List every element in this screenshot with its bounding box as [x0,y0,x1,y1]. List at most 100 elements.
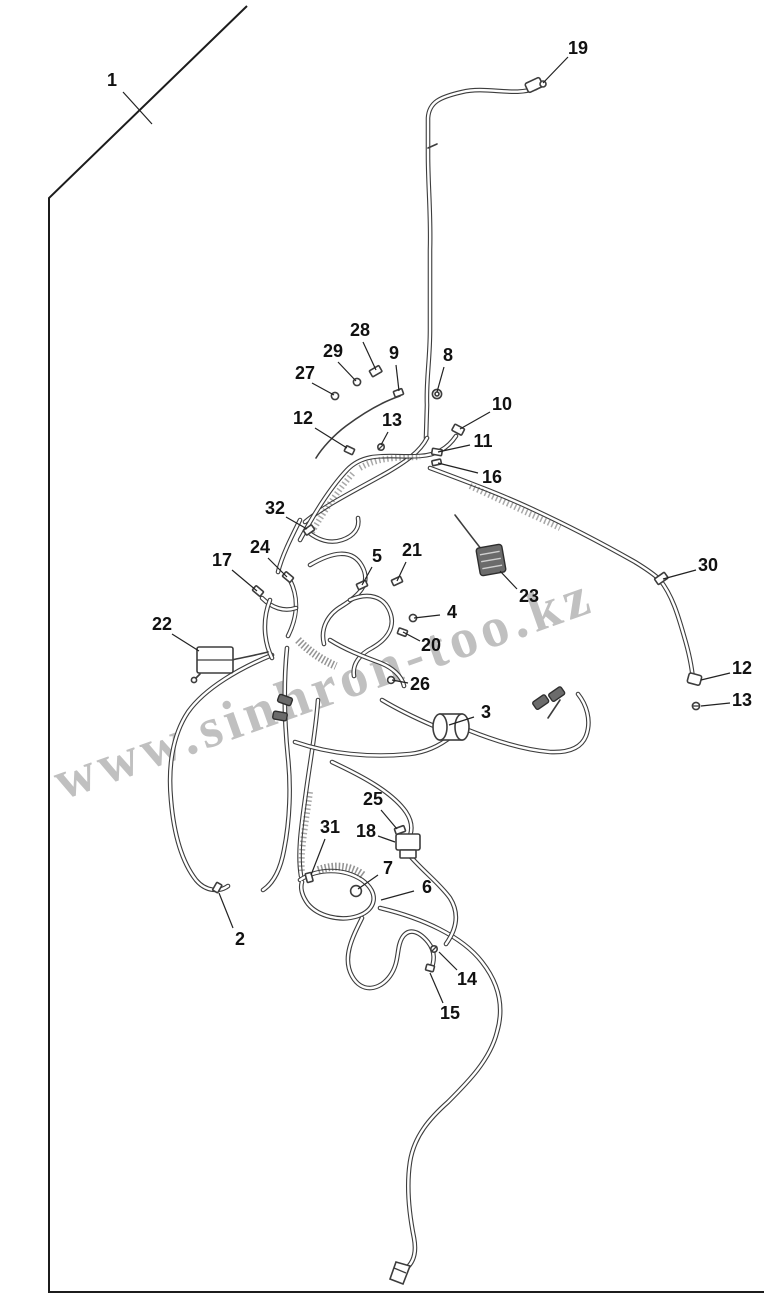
harness-artwork [170,76,703,1286]
callout-label-32: 32 [265,498,285,518]
callout-label-31: 31 [320,817,340,837]
part-connector-stub-a [532,694,550,711]
leader-line-21 [396,561,407,582]
leader-line-20 [402,631,421,642]
leader-line-13 [380,431,389,446]
part-clip-15 [424,963,436,973]
part-clip-11 [430,447,444,457]
callout-label-2: 2 [235,929,245,949]
part-cylinder-3 [432,713,470,741]
part-bolt-14 [429,944,438,953]
part-connector-18 [393,824,421,859]
part-clip-10 [451,423,466,436]
leader-line-29 [337,361,357,382]
callout-label-27: 27 [295,363,315,383]
callout-label-25: 25 [363,789,383,809]
part-clip-2 [211,881,223,894]
callout-label-13: 13 [732,690,752,710]
callout-label-17: 17 [212,550,232,570]
part-connector-stub-c [276,693,294,707]
leader-line-7 [357,874,379,890]
part-clip-31 [304,871,314,884]
part-clip-17 [251,585,265,597]
part-grommet-8 [431,388,443,400]
callout-label-1: 1 [107,70,117,90]
leader-line-32 [285,516,308,530]
part-clip-30 [653,571,669,586]
leader-line-16 [437,462,479,474]
callout-label-28: 28 [350,320,370,340]
leader-line-18 [377,835,396,843]
leader-line-11 [437,444,471,453]
leader-line-8 [436,366,445,393]
part-clip-9 [392,387,405,398]
leader-line-9 [395,364,400,392]
callout-label-24: 24 [250,537,270,557]
part-connector-12b [686,672,703,686]
part-end-terminal [388,1261,412,1286]
callout-label-26: 26 [410,674,430,694]
callout-label-16: 16 [482,467,502,487]
callout-label-22: 22 [152,614,172,634]
drawing-frame [48,5,764,1293]
leader-line-12 [314,427,348,449]
leader-line-22 [171,633,200,652]
part-connector-stub-d [272,710,288,722]
braid-texture [295,454,562,880]
harness-wires [193,143,561,719]
callout-label-30: 30 [698,555,718,575]
leader-line-30 [662,569,697,580]
part-washer-27 [330,391,340,401]
part-connector-stub-b [548,686,566,703]
part-clip-25 [393,824,407,836]
callout-label-3: 3 [481,702,491,722]
leader-line-31 [310,838,326,876]
callout-label-29: 29 [323,341,343,361]
callout-label-4: 4 [447,602,457,622]
callout-label-15: 15 [440,1003,460,1023]
leader-line-14 [438,951,458,971]
callout-label-12: 12 [293,408,313,428]
leader-line-26 [391,679,409,684]
part-bolt-13b [691,701,701,711]
leader-line-12 [700,672,731,681]
leader-line-4 [413,614,441,619]
callout-label-19: 19 [568,38,588,58]
leader-line-5 [361,566,373,586]
callout-label-11: 11 [473,431,492,451]
harness-parts [190,76,703,1286]
leader-line-10 [459,411,491,430]
callout-label-18: 18 [356,821,376,841]
callout-label-14: 14 [457,969,477,989]
callout-label-7: 7 [383,858,393,878]
leader-line-19 [542,56,569,84]
callout-label-13: 13 [382,410,402,430]
callout-label-20: 20 [421,635,441,655]
callout-label-12: 12 [732,658,752,678]
callout-label-6: 6 [422,877,432,897]
leader-line-27 [311,382,335,396]
leader-line-3 [448,716,475,726]
part-connector-22 [190,646,234,684]
leader-line-1 [122,91,153,125]
callout-label-5: 5 [372,546,382,566]
callout-label-10: 10 [492,394,512,414]
leader-line-28 [362,341,377,371]
leader-line-23 [499,570,518,590]
part-fitting-28 [368,364,383,378]
leader-line-15 [429,972,444,1004]
leader-line-17 [231,569,258,592]
part-clip-32 [302,524,316,536]
leader-line-13 [700,702,731,707]
leader-line-24 [267,557,288,578]
part-clip-16 [431,458,443,467]
leader-line-2 [218,892,234,929]
part-connector-19 [524,76,547,94]
leader-line-25 [380,809,398,830]
callout-label-21: 21 [402,540,422,560]
callout-label-23: 23 [519,586,539,606]
callout-label-8: 8 [443,345,453,365]
